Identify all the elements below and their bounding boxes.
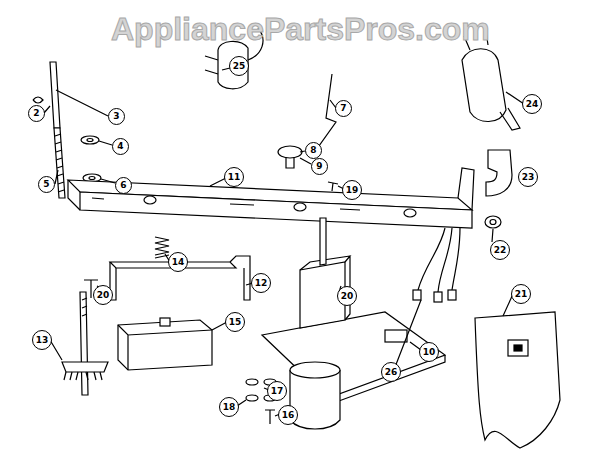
callout-number: 24 [522, 94, 542, 114]
callout-number: 6 [115, 177, 132, 194]
callout-number: 19 [342, 180, 362, 200]
callout-number: 11 [224, 167, 244, 187]
callout-number: 7 [335, 100, 352, 117]
callout-number: 3 [108, 108, 125, 125]
callout-number: 4 [112, 138, 129, 155]
callout-number: 5 [38, 176, 55, 193]
callout-number: 26 [381, 362, 401, 382]
callout-number: 10 [419, 342, 439, 362]
callout-number: 23 [518, 167, 538, 187]
callout-number: 13 [32, 330, 52, 350]
callout-number: 18 [219, 397, 239, 417]
callout-number: 25 [229, 56, 249, 76]
callout-number: 16 [278, 405, 298, 425]
callout-number: 9 [311, 158, 328, 175]
callout-number: 17 [267, 381, 287, 401]
callout-number: 8 [305, 142, 322, 159]
callout-number: 20 [337, 286, 357, 306]
callout-number: 12 [251, 273, 271, 293]
watermark: AppliancePartsPros.com [111, 12, 490, 47]
callout-number: 14 [168, 252, 188, 272]
callout-number: 21 [511, 284, 531, 304]
callout-number: 22 [490, 240, 510, 260]
callout-number: 20 [93, 285, 113, 305]
callout-number: 2 [28, 105, 45, 122]
callout-number: 15 [225, 312, 245, 332]
